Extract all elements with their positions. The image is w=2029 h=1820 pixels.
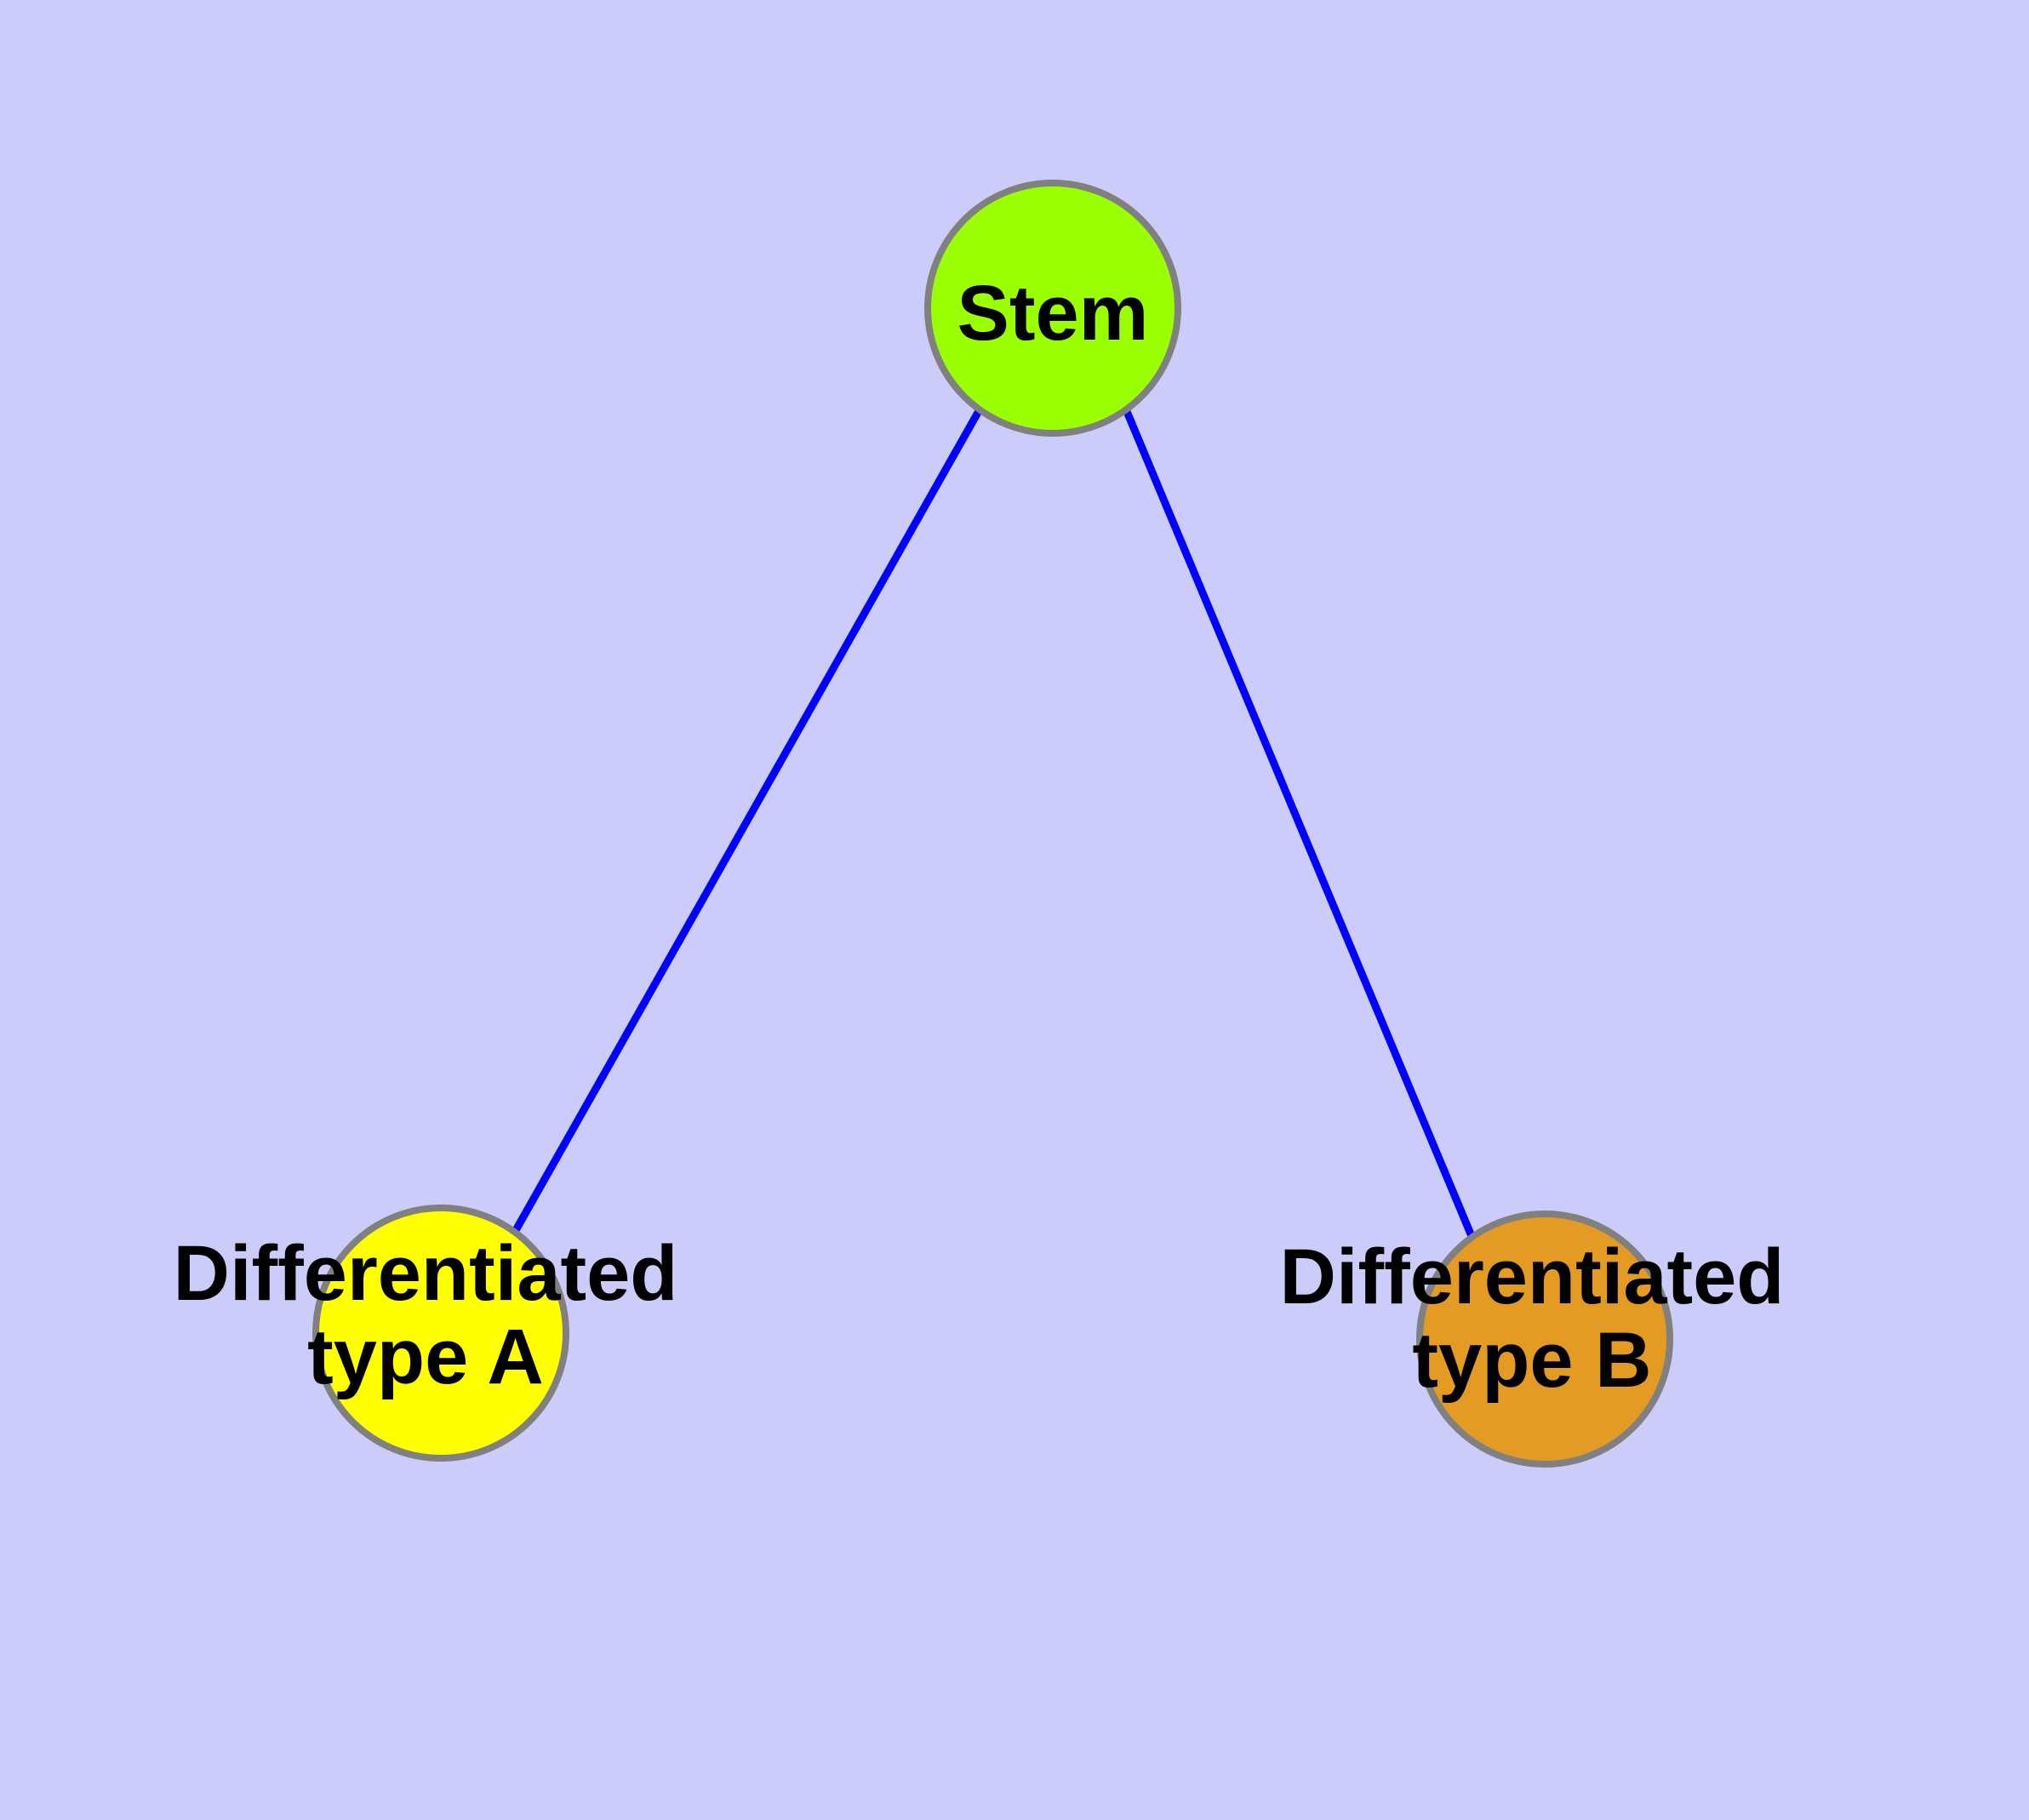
node-diff-b[interactable] — [1416, 1210, 1673, 1468]
node-label-stem: Stem — [957, 270, 1149, 357]
node-label-line: type B — [1412, 1317, 1651, 1404]
edges-layer — [512, 407, 1476, 1238]
node-label-line: Differentiated — [1280, 1234, 1785, 1321]
node-stem[interactable] — [924, 180, 1181, 437]
nodes-layer — [312, 180, 1673, 1468]
node-label-line: Differentiated — [174, 1231, 678, 1318]
node-diff-a[interactable] — [312, 1205, 569, 1462]
node-label-line: Stem — [957, 270, 1149, 357]
node-label-line: type A — [307, 1313, 544, 1400]
edge-stem-to-diff-b[interactable] — [1122, 408, 1476, 1238]
edge-stem-to-diff-a[interactable] — [512, 407, 983, 1234]
